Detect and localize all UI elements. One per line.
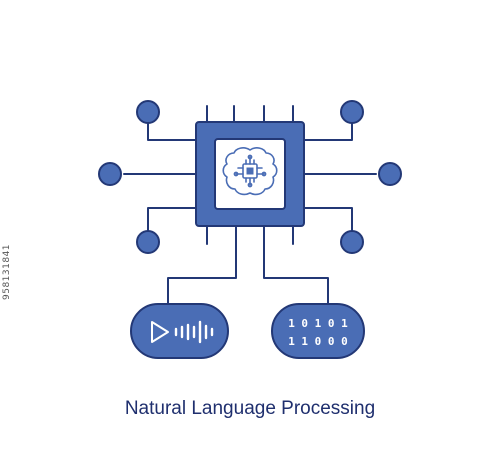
page-title: Natural Language Processing xyxy=(124,398,376,419)
node-icon xyxy=(98,162,122,186)
node-icon xyxy=(378,162,402,186)
binary-line-1: 1 0 1 0 1 xyxy=(288,317,348,330)
sound-wave-icon xyxy=(174,320,214,344)
trace-top-right xyxy=(303,121,353,141)
trace-top-left xyxy=(147,121,197,141)
brain-chip-icon xyxy=(222,147,278,196)
node-icon xyxy=(340,100,364,124)
side-id-label: 958131841 xyxy=(2,243,12,300)
node-icon xyxy=(136,100,160,124)
trace-bottom-left xyxy=(147,207,197,237)
audio-play-icon xyxy=(130,303,229,359)
node-icon xyxy=(136,230,160,254)
node-icon xyxy=(340,230,364,254)
circuit-traces xyxy=(123,105,377,305)
trace-to-audio xyxy=(167,225,237,305)
node-group xyxy=(98,100,402,254)
binary-data-icon: 1 0 1 0 1 1 1 0 0 0 xyxy=(271,303,365,359)
trace-bottom-right xyxy=(303,207,353,237)
trace-to-binary xyxy=(263,225,329,305)
binary-line-2: 1 1 0 0 0 xyxy=(288,335,348,348)
